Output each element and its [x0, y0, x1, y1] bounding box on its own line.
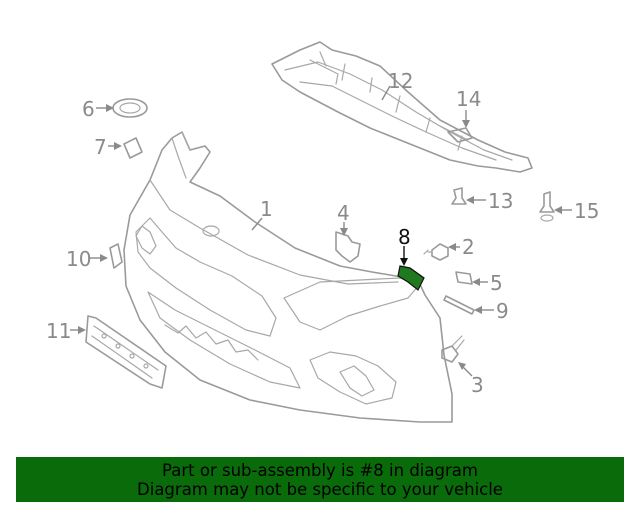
part-10-reflector [109, 243, 123, 269]
part-12-shield [271, 41, 533, 173]
leaders [70, 85, 572, 377]
callout-8: 8 [398, 225, 411, 249]
callout-9: 9 [496, 299, 509, 323]
callout-3: 3 [471, 373, 484, 397]
part-13-pushpin [451, 187, 467, 205]
callout-15: 15 [574, 199, 599, 223]
callout-5: 5 [490, 271, 503, 295]
callout-7: 7 [94, 135, 107, 159]
part-5-clip [455, 271, 473, 285]
part-7-clip [123, 137, 143, 159]
callout-13: 13 [488, 189, 513, 213]
callout-10: 10 [66, 247, 91, 271]
banner-line-disclaimer: Diagram may not be specific to your vehi… [137, 479, 503, 499]
callout-14: 14 [456, 87, 481, 111]
part-11-license-bracket [85, 315, 167, 389]
part-14-clip [447, 127, 473, 143]
part-4-bracket [335, 231, 361, 263]
parts-diagram: 1 2 3 4 5 6 7 8 9 10 11 12 13 14 15 [46, 41, 599, 423]
part-15-pushpin [539, 191, 555, 222]
callout-12: 12 [388, 69, 413, 93]
callout-11: 11 [46, 319, 71, 343]
part-9-strip [443, 295, 475, 315]
callout-labels: 1 2 3 4 5 6 7 8 9 10 11 12 13 14 15 [46, 69, 599, 397]
part-8-highlight [397, 265, 425, 291]
callout-6: 6 [82, 97, 95, 121]
callout-4: 4 [337, 201, 350, 225]
part-2-screw [423, 243, 449, 261]
part-3-bolt [441, 335, 465, 363]
callout-1: 1 [260, 197, 273, 221]
banner-line-part: Part or sub-assembly is #8 in diagram [162, 460, 478, 480]
part-6-emblem [112, 98, 148, 118]
info-banner: Part or sub-assembly is #8 in diagram Di… [16, 457, 624, 502]
callout-2: 2 [462, 235, 475, 259]
